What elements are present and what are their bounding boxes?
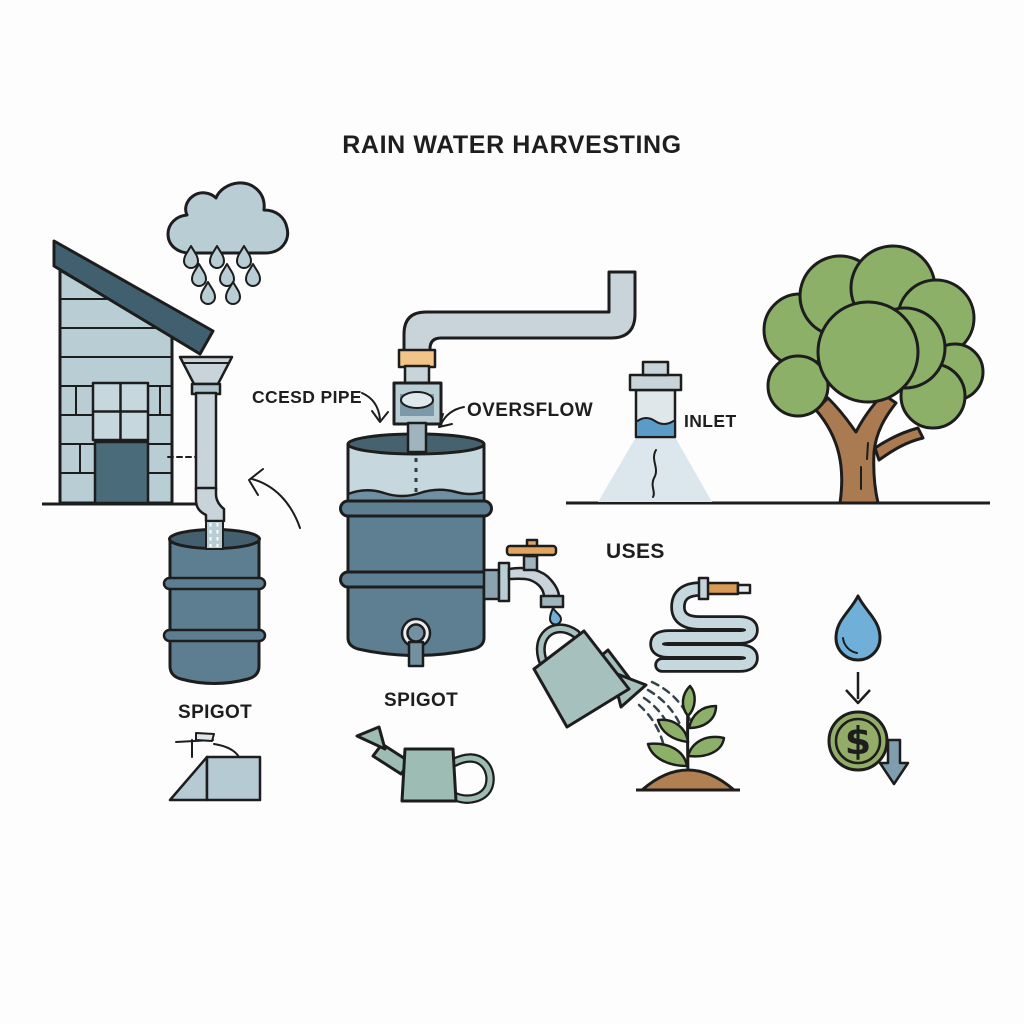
dollar-sign: $ (845, 719, 871, 763)
faucet-icon (482, 538, 565, 626)
down-arrow-icon (845, 672, 871, 705)
inlet-label: INLET (684, 411, 737, 431)
uses-label: USES (606, 540, 665, 563)
window (91, 381, 150, 442)
spigot-right-label: SPIGOT (384, 690, 459, 711)
coupling-icon (397, 348, 437, 369)
spigot-left-label: SPIGOT (178, 702, 253, 723)
closed-pipe-icon (392, 270, 637, 492)
pipe-label-arrow (361, 392, 389, 423)
garden-hose-icon (649, 576, 759, 673)
water-drop-large-icon (834, 594, 882, 662)
curved-arrow-icon (248, 468, 301, 529)
spigot-tap-icon (168, 732, 262, 802)
raindrops-icon (183, 245, 261, 305)
tree-icon (762, 244, 985, 505)
page-title: RAIN WATER HARVESTING (342, 131, 682, 159)
dollar-coin-icon: $ (827, 710, 889, 772)
watering-can-small-icon (355, 725, 495, 804)
overflow-label: OVERSFLOW (467, 400, 594, 421)
roof (52, 239, 215, 356)
overflow-label-arrow (438, 406, 465, 428)
water-drop-icon (549, 607, 562, 626)
soil-mound (640, 768, 736, 792)
inlet-filter-icon (598, 360, 712, 502)
rain-cloud-icon (166, 181, 290, 255)
watering-can-icon (532, 623, 692, 745)
house-icon (52, 239, 215, 505)
door (93, 440, 150, 505)
tank-bottom-spigot (400, 617, 432, 668)
seedling-icon (636, 684, 740, 792)
filter-box-icon (392, 381, 443, 426)
rain-barrel-icon (162, 528, 267, 685)
pipe-label: CCESD PIPE (252, 387, 362, 407)
savings-block-arrow-icon (878, 738, 910, 786)
downspout-funnel-icon (178, 355, 234, 550)
